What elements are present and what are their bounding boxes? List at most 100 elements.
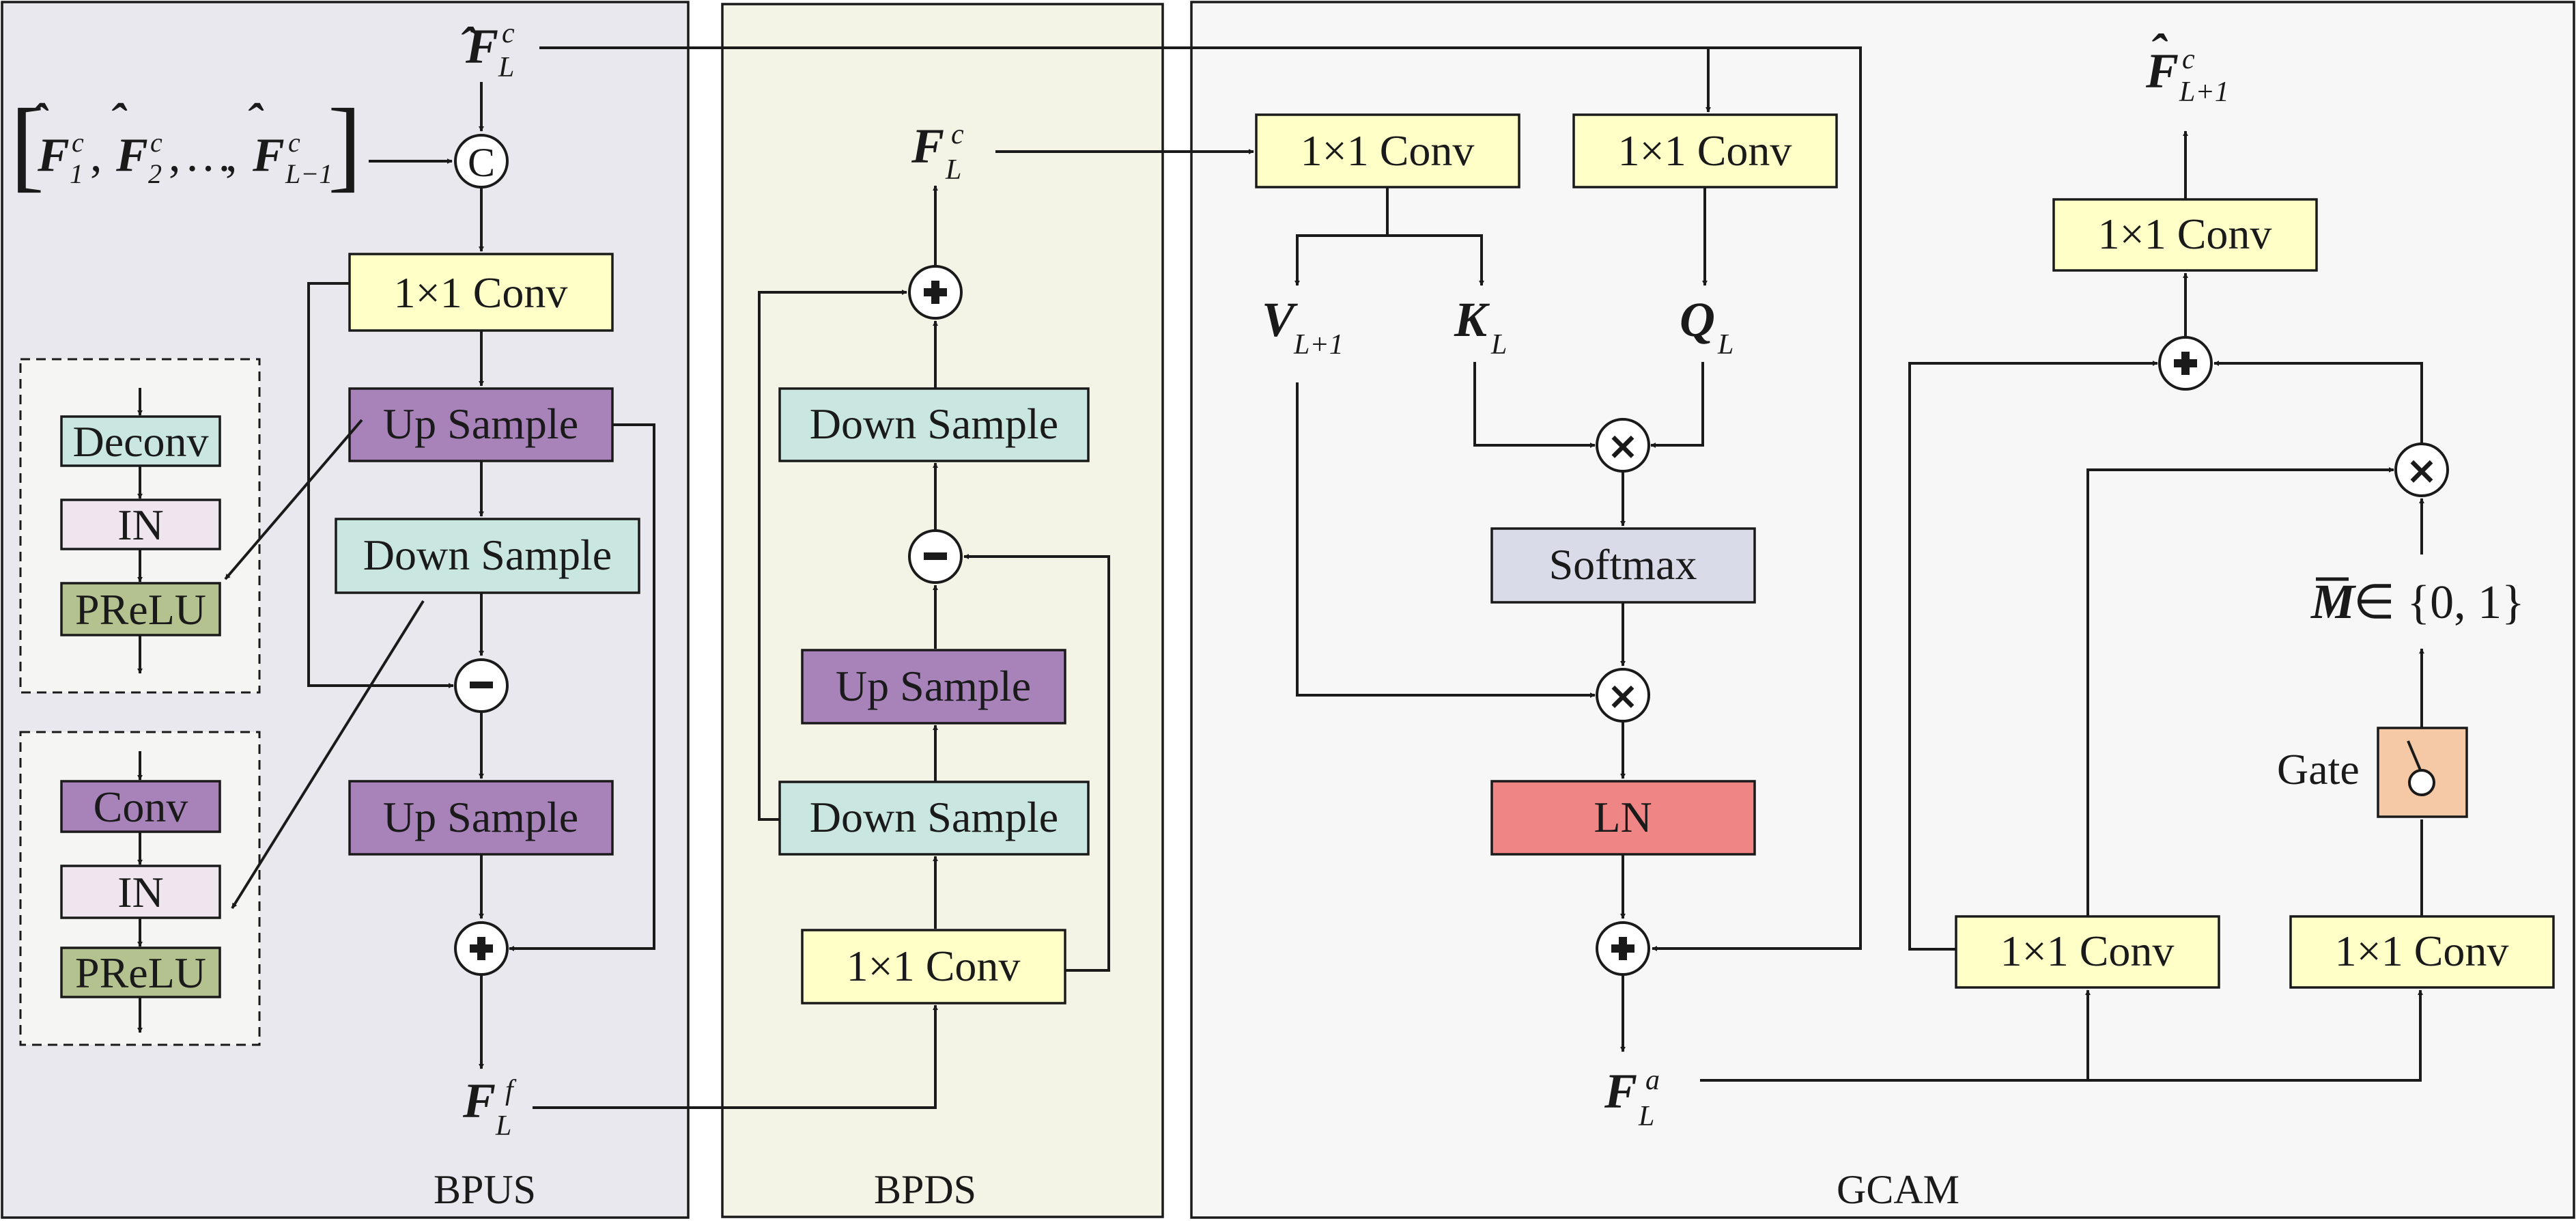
f1-sup: c <box>72 127 84 158</box>
f1-sub: 1 <box>70 158 83 189</box>
bpus-up2-box <box>348 780 614 856</box>
f2-hat: ˆ <box>109 95 128 148</box>
symbol-f-l-f: F f L <box>462 1073 517 1142</box>
comma-2: , <box>169 129 181 182</box>
symbol-v: V L+1 <box>1262 292 1344 361</box>
v-sub: L+1 <box>1293 329 1344 361</box>
legend-in-label-up: IN <box>117 501 164 549</box>
symbol-k: K L <box>1454 292 1507 361</box>
gcam-mul2-op: × <box>1596 668 1650 722</box>
f2-sub: 2 <box>148 158 162 189</box>
bpus-up1-box <box>348 387 614 462</box>
gcam-softmax-box <box>1490 527 1756 604</box>
concat-op-text: C <box>468 140 495 185</box>
bpds-down1-label: Down Sample <box>810 793 1058 841</box>
f-hat-l1-sub: L+1 <box>2179 76 2229 108</box>
legend-prelu-label-up: PReLU <box>75 585 206 634</box>
pointer-up-to-legend <box>224 419 363 580</box>
f-hat-l-hat: ˆ <box>459 18 477 72</box>
bpds-down2-label: Down Sample <box>810 399 1058 448</box>
gcam-conv-right-label: 1×1 Conv <box>2335 927 2509 975</box>
concat-dots: … <box>184 129 232 182</box>
mask-main: M <box>2310 574 2357 629</box>
f-l-a-sub: L <box>1638 1101 1654 1132</box>
bpus-up2-label: Up Sample <box>383 793 578 841</box>
bpds-conv-label: 1×1 Conv <box>847 942 1021 990</box>
gcam-conv-q-label: 1×1 Conv <box>1618 126 1792 175</box>
arrow-ff-to-bpds-conv <box>533 1005 938 1109</box>
bpds-minus-op <box>908 529 963 584</box>
mask-rest: ∈ {0, 1} <box>2353 576 2525 629</box>
gate-switch-node-icon <box>2408 769 2435 796</box>
bpds-down2-box <box>778 387 1090 462</box>
f-hat-l-sub: L <box>498 52 514 83</box>
f-hat-l-sup: c <box>502 18 515 49</box>
gcam-conv-out-label: 1×1 Conv <box>2098 210 2272 258</box>
legend-conv-box <box>60 780 221 833</box>
gcam-label: GCAM <box>1837 1167 1959 1212</box>
gcam-mul3-op: × <box>2394 443 2449 497</box>
f-l-c-sub: L <box>945 154 961 186</box>
gcam-conv-left-label: 1×1 Conv <box>2000 927 2175 975</box>
fl1-sub: L−1 <box>285 158 332 189</box>
symbol-f-l-c: F c L <box>911 119 964 186</box>
arrow-conv-to-v <box>1294 187 1389 286</box>
bpus-conv-box <box>348 253 614 332</box>
gcam-plus2-op <box>2158 336 2213 391</box>
arrow-up1-skip-to-plus <box>509 423 655 951</box>
f-hat-l1-main: F <box>2145 44 2179 98</box>
legend-conv-label: Conv <box>94 783 188 831</box>
arrow-conv-left-to-mul3 <box>2086 467 2394 916</box>
arrow-conv-residual-to-minus <box>307 282 454 688</box>
f-hat-l1-hat: ˆ <box>2149 25 2168 79</box>
bpus-plus-op <box>454 921 509 976</box>
gcam-panel <box>1190 1 2575 1219</box>
bpds-panel <box>721 3 1164 1218</box>
symbol-f-hat-l1: ˆ F c L+1 <box>2145 25 2229 108</box>
bpds-plus-op <box>908 265 963 320</box>
f-hat-l1-sup: c <box>2182 44 2195 75</box>
bpds-down1-box <box>778 781 1090 856</box>
arrow-k-to-mul <box>1473 362 1596 448</box>
concat-bracket-right: ] <box>328 88 362 201</box>
arrow-fla-to-conv-right <box>1700 990 2423 1082</box>
f-hat-l-main: F <box>465 19 498 74</box>
f-l-f-main: F <box>462 1073 496 1128</box>
legend-deconv-label: Deconv <box>72 417 208 466</box>
arrow-fhat-to-gcam-plus <box>539 46 1862 951</box>
legend-in-box-up <box>60 499 221 550</box>
gcam-conv-v-label: 1×1 Conv <box>1301 126 1475 175</box>
gate-switch-icon <box>2407 740 2422 772</box>
comma-1: , <box>90 129 102 182</box>
symbol-f-l-a: F a L <box>1604 1064 1660 1132</box>
k-main: K <box>1454 292 1490 347</box>
v-main: V <box>1262 292 1298 347</box>
f1-main: F <box>37 129 70 182</box>
fl1-hat: ˆ <box>246 95 264 148</box>
q-main: Q <box>1680 292 1715 347</box>
concat-bracket-left: [ <box>10 88 44 201</box>
f-l-f-sub: L <box>495 1110 511 1142</box>
legend-in-label-down: IN <box>117 868 164 916</box>
legend-in-box-down <box>60 865 221 919</box>
f-l-a-main: F <box>1604 1064 1637 1119</box>
gcam-conv-out-box <box>2052 198 2318 272</box>
bpus-up1-label: Up Sample <box>383 399 578 448</box>
f1-hat: ˆ <box>31 95 49 148</box>
gcam-mul1-op: × <box>1596 418 1650 473</box>
bpus-conv-label: 1×1 Conv <box>394 268 568 317</box>
f-l-c-sup: c <box>951 119 964 150</box>
symbol-q: Q L <box>1680 292 1733 361</box>
arrow-v-to-mul2 <box>1296 382 1596 698</box>
bpds-up-label: Up Sample <box>836 662 1031 710</box>
fl1-sup: c <box>288 127 300 158</box>
arrow-conv-skip-to-minus <box>963 554 1110 972</box>
f-l-a-sup: a <box>1645 1065 1660 1096</box>
symbol-mask: M ∈ {0, 1} <box>2310 574 2525 629</box>
f2-main: F <box>115 129 148 182</box>
mul1-text: × <box>1607 424 1639 468</box>
concat-op: C <box>454 134 509 188</box>
f2-sup: c <box>150 127 162 158</box>
legend-prelu-box-down <box>60 946 221 998</box>
arrow-mul3-to-plus <box>2213 361 2423 444</box>
